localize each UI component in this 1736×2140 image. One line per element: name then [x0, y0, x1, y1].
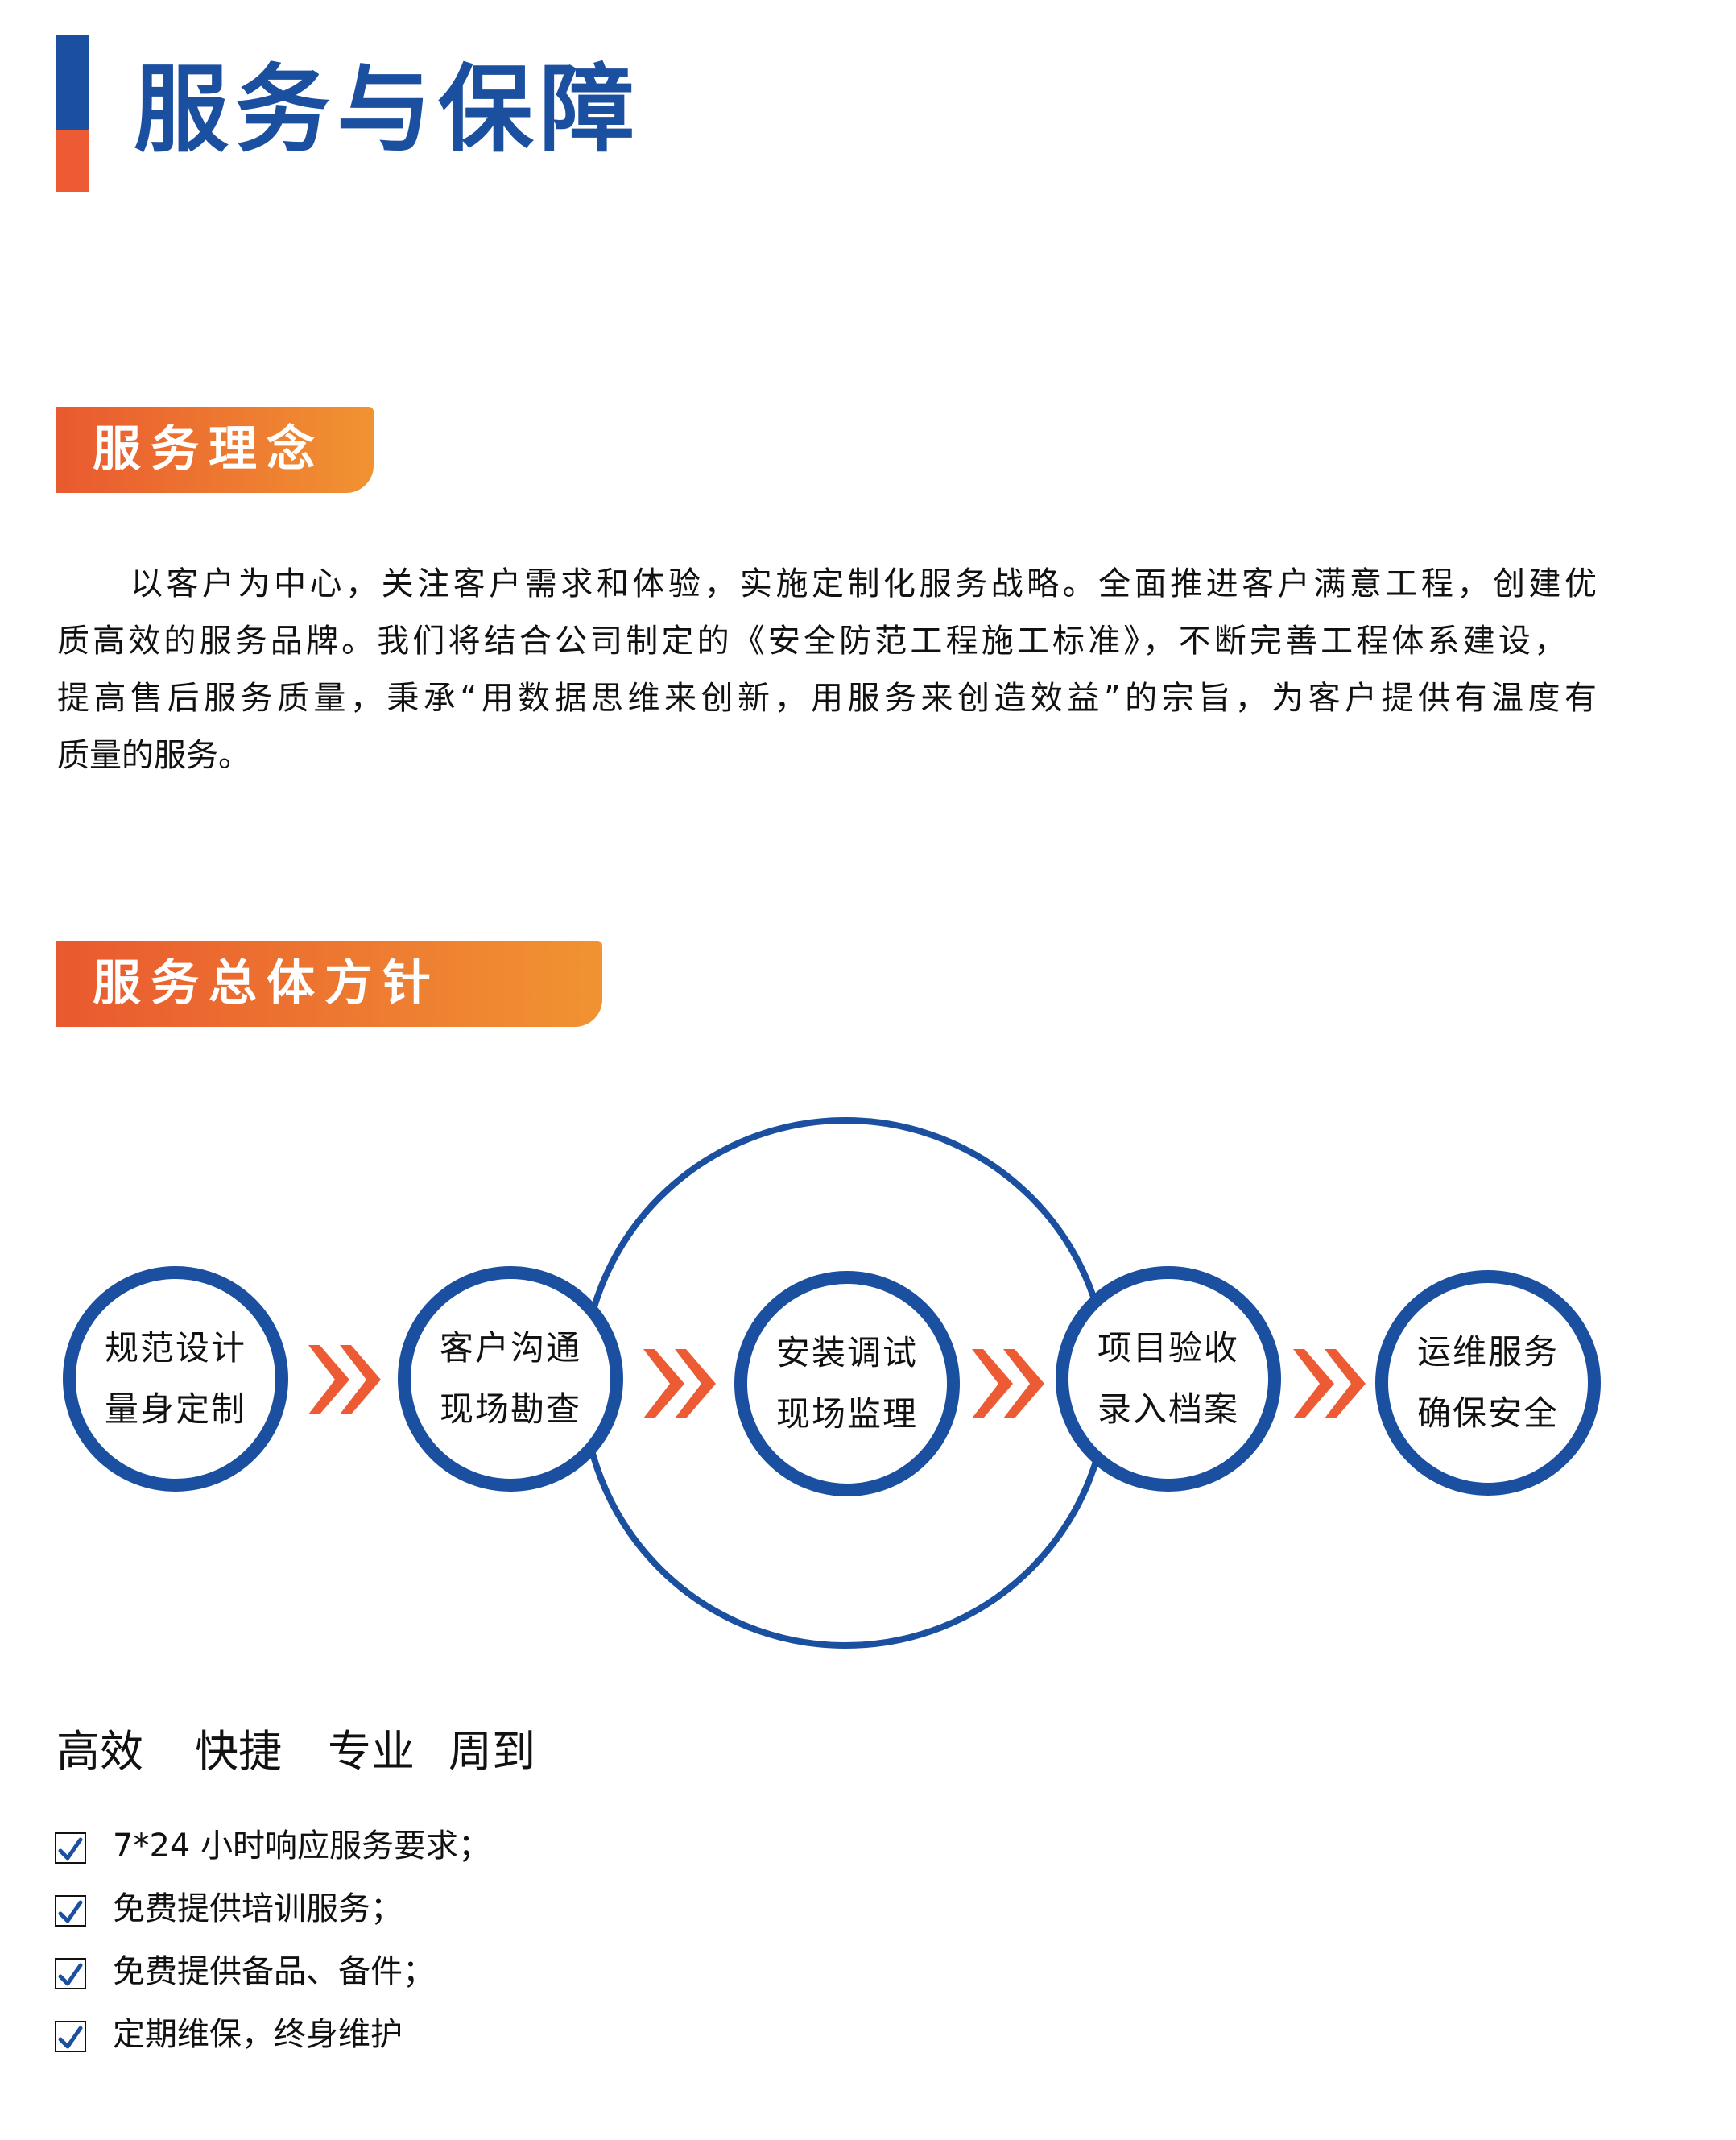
checklist-text: 定期维保，终身维护	[113, 2016, 403, 2053]
step-node-3: 安装调试 现场监理	[734, 1271, 960, 1496]
step-node-1: 规范设计 量身定制	[63, 1266, 288, 1492]
step-label: 量身定制	[104, 1389, 246, 1429]
step-node-4: 项目验收 录入档案	[1056, 1266, 1281, 1492]
checklist-item: 免费提供备品、备件；	[55, 1954, 435, 2018]
title-accent-blue	[56, 35, 89, 130]
checklist-text: 免费提供培训服务；	[113, 1890, 403, 1927]
step-node-5: 运维服务 确保安全	[1375, 1270, 1601, 1496]
checklist-text: 免费提供备品、备件；	[113, 1953, 435, 1990]
step-label: 现场勘查	[439, 1389, 581, 1429]
step-label: 规范设计	[104, 1328, 246, 1368]
step-label: 客户沟通	[439, 1328, 581, 1368]
title-accent-bar	[56, 35, 89, 192]
service-slogan: 高效 快捷专业周到	[56, 1724, 535, 1780]
step-label: 运维服务	[1416, 1332, 1559, 1372]
paragraph-line: 以客户为中心，关注客户需求和体验，实施定制化服务战略。全面推进客户满意工程，创建…	[130, 565, 1597, 602]
section-banner-philosophy: 服务理念	[56, 407, 374, 493]
step-label: 项目验收	[1097, 1328, 1239, 1368]
double-chevron-right-icon	[308, 1345, 381, 1414]
service-checklist: 7*24 小时响应服务要求； 免费提供培训服务； 免费提供备品、备件； 定期维保…	[55, 1828, 490, 2081]
section-heading-policy: 服务总体方针	[93, 955, 440, 1012]
checklist-item: 定期维保，终身维护	[55, 2017, 403, 2081]
paragraph-line: 质量的服务。	[57, 737, 250, 774]
slogan-word: 专业	[328, 1726, 415, 1777]
slogan-word: 快捷	[195, 1726, 282, 1777]
step-label: 确保安全	[1416, 1393, 1559, 1433]
page-title: 服务与保障	[134, 54, 642, 165]
section-heading-philosophy: 服务理念	[93, 421, 324, 478]
checklist-item: 免费提供培训服务；	[55, 1891, 403, 1956]
checkbox-checked-icon	[55, 2020, 86, 2052]
step-node-2: 客户沟通 现场勘查	[398, 1266, 623, 1492]
checklist-item: 7*24 小时响应服务要求；	[55, 1828, 490, 1893]
double-chevron-right-icon	[643, 1349, 716, 1418]
slogan-word: 高效	[56, 1726, 143, 1777]
section-banner-policy: 服务总体方针	[56, 941, 602, 1027]
paragraph-line: 提高售后服务质量，秉承“用数据思维来创新，用服务来创造效益”的宗旨，为客户提供有…	[57, 680, 1597, 717]
checklist-text: 7*24 小时响应服务要求；	[113, 1827, 491, 1865]
checkbox-checked-icon	[55, 1894, 86, 1927]
paragraph-line: 质高效的服务品牌。我们将结合公司制定的《安全防范工程施工标准》，不断完善工程体系…	[57, 623, 1566, 660]
step-label: 现场监理	[775, 1394, 918, 1434]
title-accent-orange	[56, 130, 89, 192]
step-label: 录入档案	[1097, 1389, 1239, 1429]
slogan-word: 周到	[448, 1726, 535, 1777]
double-chevron-right-icon	[972, 1349, 1044, 1418]
step-label: 安装调试	[775, 1333, 918, 1372]
checkbox-checked-icon	[55, 1957, 86, 1989]
philosophy-paragraph: 以客户为中心，关注客户需求和体验，实施定制化服务战略。全面推进客户满意工程，创建…	[57, 556, 1597, 784]
double-chevron-right-icon	[1293, 1349, 1366, 1418]
checkbox-checked-icon	[55, 1832, 86, 1864]
